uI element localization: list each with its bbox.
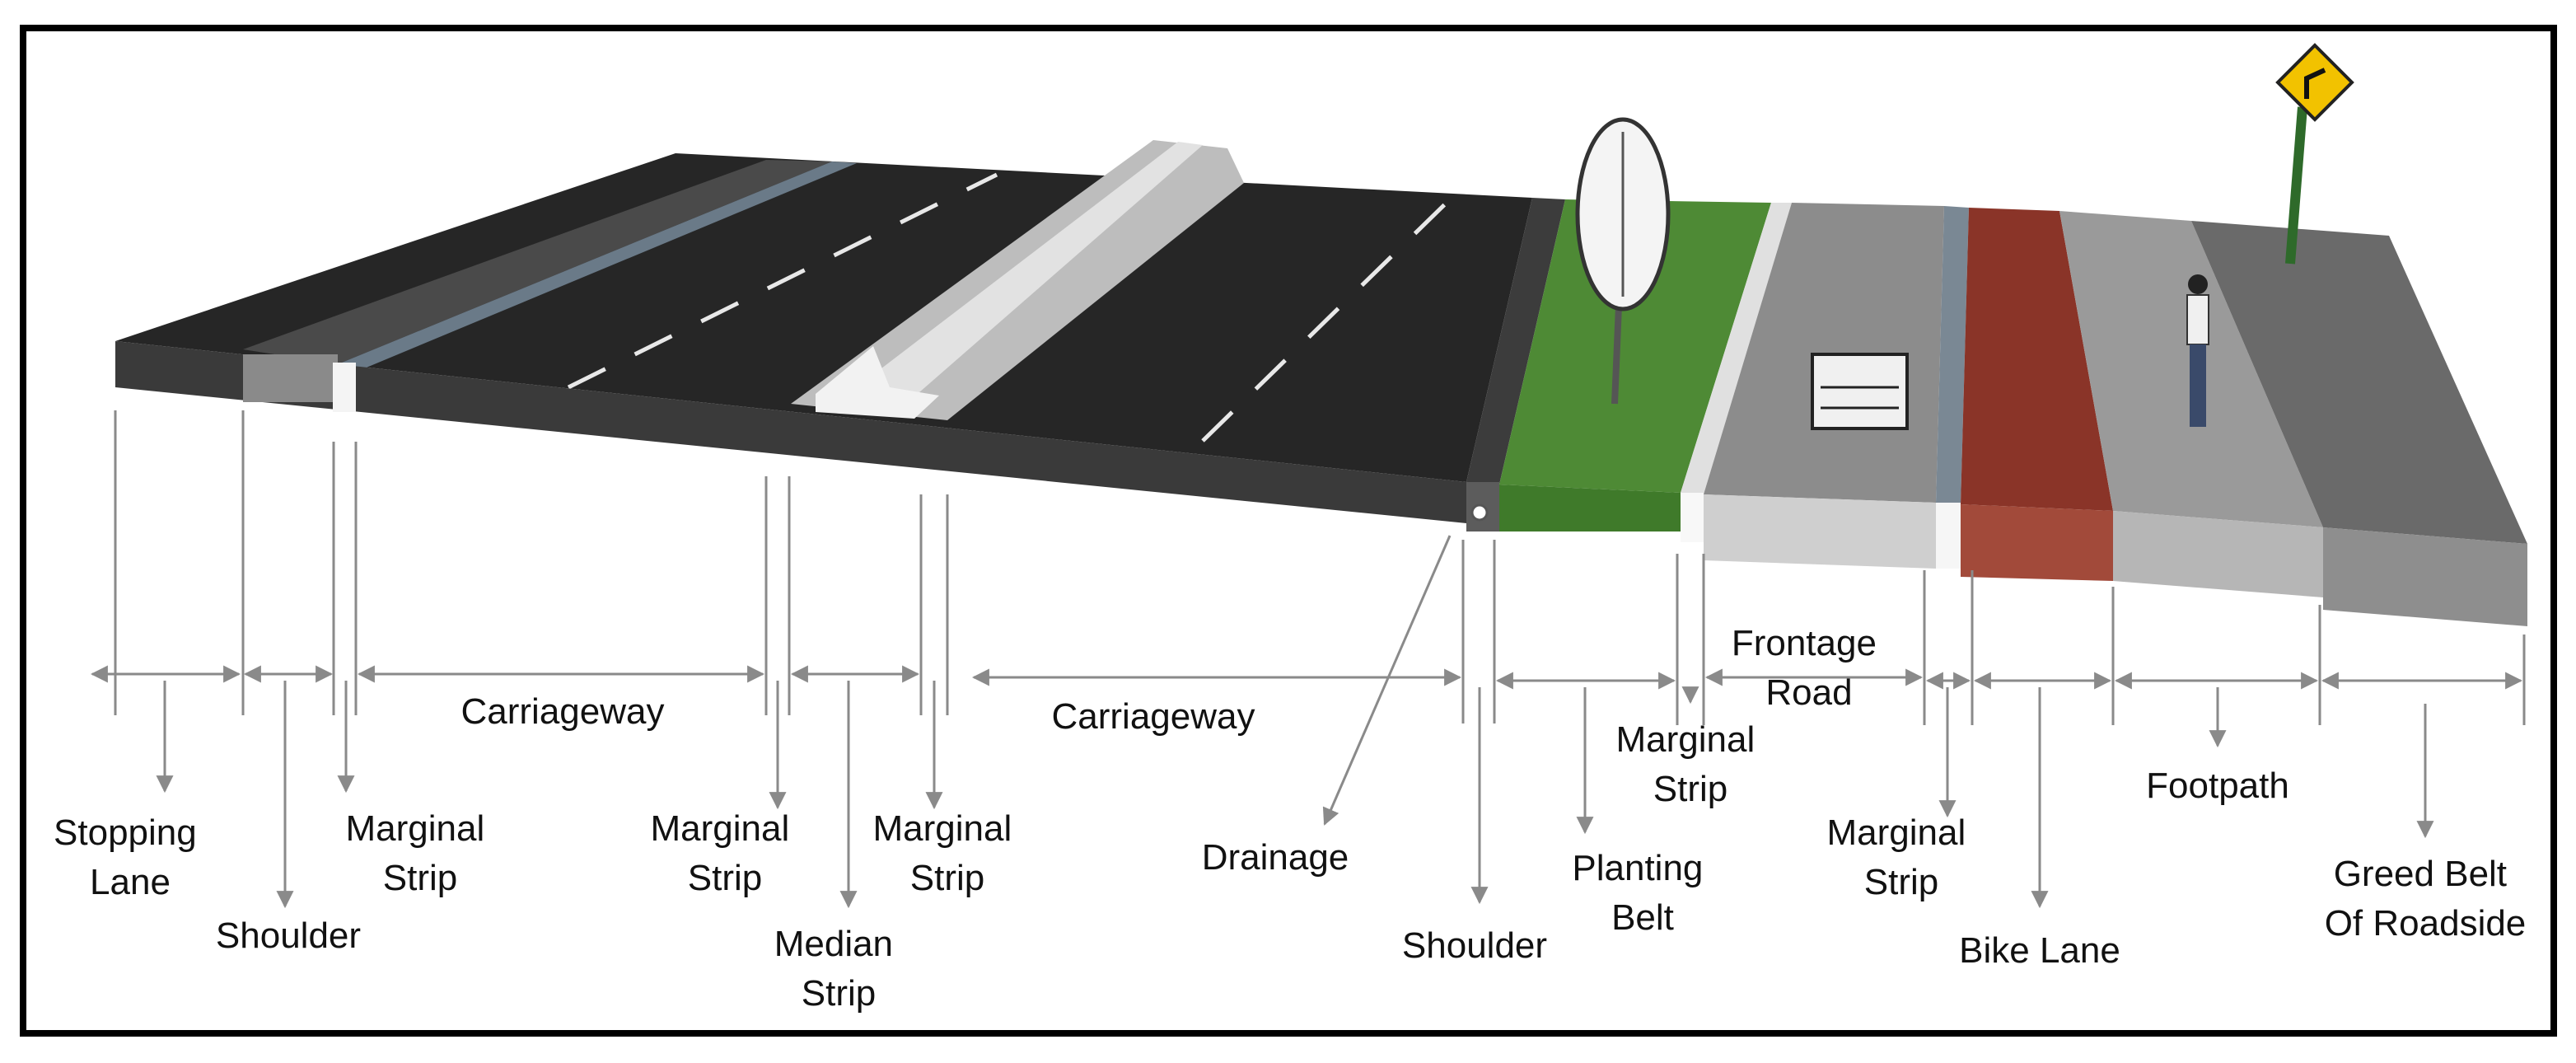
label-marginal-strip-1: Marginal Strip: [346, 808, 495, 898]
label-planting-belt: Planting Belt: [1572, 848, 1713, 938]
label-bike-lane: Bike Lane: [1959, 930, 2120, 971]
label-carriageway-1: Carriageway: [461, 691, 665, 732]
label-marginal-strip-3: Marginal Strip: [873, 808, 1022, 898]
labels: Stopping Lane Shoulder Marginal Strip Ca…: [54, 623, 2526, 1014]
label-drainage: Drainage: [1202, 837, 1349, 878]
label-median-strip: Median Strip: [774, 924, 904, 1014]
label-shoulder-right: Shoulder: [1402, 925, 1547, 966]
road-illustration: [115, 43, 2527, 626]
dimension-lines: [90, 410, 2526, 909]
label-footpath: Footpath: [2146, 766, 2289, 806]
label-marginal-strip-2: Marginal Strip: [651, 808, 800, 898]
label-green-belt: Greed Belt Of Roadside: [2325, 854, 2527, 944]
label-marginal-strip-4: Marginal Strip: [1616, 719, 1765, 809]
label-marginal-strip-5: Marginal Strip: [1827, 812, 1976, 902]
outer-border: [20, 25, 2557, 1037]
label-carriageway-2: Carriageway: [1052, 696, 1255, 737]
label-shoulder-left: Shoulder: [216, 915, 361, 956]
label-stopping-lane: Stopping Lane: [54, 812, 207, 902]
label-frontage-road: Frontage Road: [1732, 623, 1886, 713]
